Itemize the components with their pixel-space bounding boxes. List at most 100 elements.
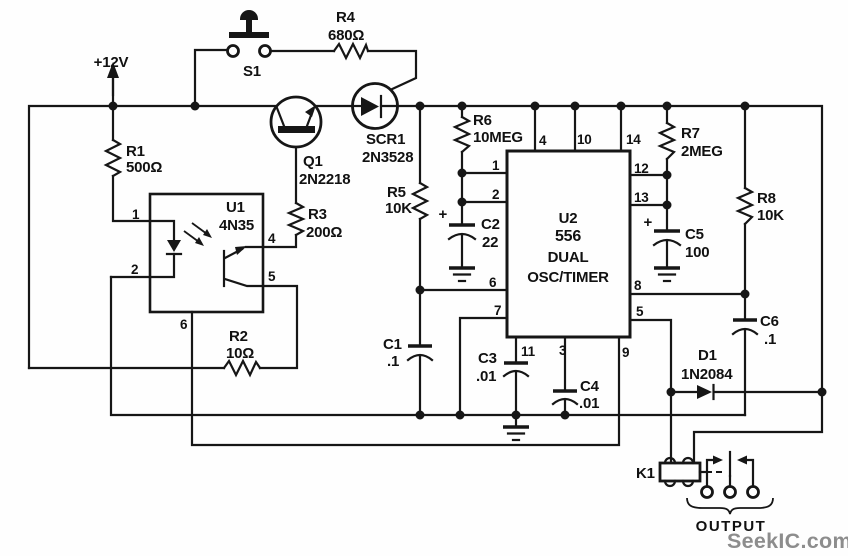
junction-dot bbox=[457, 197, 467, 207]
output-terminal bbox=[723, 485, 737, 499]
u2-pin7-label: 7 bbox=[494, 303, 501, 318]
r2-ref-label: R2 bbox=[229, 328, 248, 345]
r7-ref-label: R7 bbox=[681, 125, 700, 142]
r3-value-label: 200Ω bbox=[306, 224, 342, 241]
u1pin6-u2pin9-wire bbox=[190, 310, 621, 447]
relay-right-wire bbox=[692, 390, 824, 463]
ground-icon bbox=[654, 266, 680, 283]
r5-ref-label: R5 bbox=[387, 184, 406, 201]
u2-pin12-label: 12 bbox=[634, 161, 649, 176]
r4-value-label: 680Ω bbox=[328, 27, 364, 44]
resistor-r5 bbox=[410, 181, 430, 221]
u2-pin8-label: 8 bbox=[634, 278, 642, 293]
c5-plus-label: + bbox=[643, 214, 652, 231]
r8-ref-label: R8 bbox=[757, 190, 776, 207]
u1-pin1-label: 1 bbox=[132, 207, 140, 222]
junction-dot bbox=[415, 285, 425, 295]
optocoupler-u1: U1 4N35 1 2 4 5 6 bbox=[131, 192, 276, 332]
ground-icon bbox=[503, 413, 529, 442]
u2-desc2-label: OSC/TIMER bbox=[527, 269, 609, 286]
u2-pin2-label: 2 bbox=[492, 187, 499, 202]
r8-value-label: 10K bbox=[757, 207, 784, 224]
junction-dot bbox=[415, 101, 425, 111]
scr1 bbox=[351, 82, 399, 130]
r1-ref-label: R1 bbox=[126, 143, 145, 160]
contact-arrow-icon bbox=[713, 455, 723, 465]
u1-pin4-label: 4 bbox=[268, 231, 276, 246]
resistor-r1 bbox=[103, 138, 123, 178]
junction-dot bbox=[190, 101, 200, 111]
contact-circle bbox=[258, 44, 272, 58]
q1-part-label: 2N2218 bbox=[299, 171, 350, 188]
u2-pin14-label: 14 bbox=[626, 132, 641, 147]
u2-body bbox=[505, 149, 632, 339]
output-terminal bbox=[700, 485, 714, 499]
u2-pin4-label: 4 bbox=[539, 133, 547, 148]
u2-part-label: 556 bbox=[555, 228, 581, 245]
c4-value-label: .01 bbox=[579, 395, 599, 412]
diode-triangle-icon bbox=[361, 97, 379, 116]
u2-pin10-label: 10 bbox=[577, 132, 592, 147]
emitter-arrow-icon bbox=[305, 105, 316, 117]
r6-ref-label: R6 bbox=[473, 112, 492, 129]
c3-value-label: .01 bbox=[476, 368, 496, 385]
pushbutton-cap-icon bbox=[240, 10, 258, 20]
u1-pin5-label: 5 bbox=[268, 269, 276, 284]
u1-body bbox=[148, 192, 265, 314]
capacitors bbox=[406, 223, 759, 406]
junction-dot bbox=[108, 101, 118, 111]
junction-dots bbox=[108, 101, 827, 420]
u2-pin1-label: 1 bbox=[492, 158, 500, 173]
junction-dot bbox=[560, 410, 570, 420]
c4-ref-label: C4 bbox=[580, 378, 600, 395]
diode-triangle-icon bbox=[697, 385, 712, 399]
u2-desc1-label: DUAL bbox=[548, 249, 589, 266]
c5-value-label: 100 bbox=[685, 244, 709, 261]
c2-ref-label: C2 bbox=[481, 216, 500, 233]
junction-dot bbox=[740, 101, 750, 111]
scr-gate-wire bbox=[366, 49, 418, 92]
resistor-r6 bbox=[452, 115, 472, 154]
resistor-r8 bbox=[735, 186, 755, 226]
junction-dot bbox=[415, 410, 425, 420]
s1-label: S1 bbox=[243, 63, 261, 80]
ground-icon bbox=[449, 266, 475, 283]
u2-pin5-wire bbox=[628, 318, 673, 394]
scr1-part-label: 2N3528 bbox=[362, 149, 413, 166]
u1-ref-label: U1 bbox=[226, 199, 245, 216]
junction-dot bbox=[455, 410, 465, 420]
resistor-r4 bbox=[332, 41, 370, 61]
c2-plus-label: + bbox=[438, 206, 447, 223]
r5-value-label: 10K bbox=[385, 200, 412, 217]
d1-ref-label: D1 bbox=[698, 347, 717, 364]
transistor-q1 bbox=[269, 95, 323, 149]
c3-ref-label: C3 bbox=[478, 350, 497, 367]
k1-ref-label: K1 bbox=[636, 465, 655, 482]
output-label: OUTPUT bbox=[696, 518, 767, 535]
u2-pin11-label: 11 bbox=[521, 344, 536, 359]
r4-ref-label: R4 bbox=[336, 9, 356, 26]
diode-d1 bbox=[697, 383, 715, 401]
u1-pin2-label: 2 bbox=[131, 262, 138, 277]
junction-dot bbox=[662, 101, 672, 111]
c2-value-label: 22 bbox=[482, 234, 498, 251]
r1-value-label: 500Ω bbox=[126, 159, 162, 176]
ground-symbols bbox=[449, 266, 680, 442]
relay-k1: OUTPUT bbox=[658, 450, 774, 535]
u1-part-label: 4N35 bbox=[219, 217, 254, 234]
r6-value-label: 10MEG bbox=[473, 129, 523, 146]
contact-arrow-icon bbox=[737, 455, 747, 465]
c5-ref-label: C5 bbox=[685, 226, 704, 243]
switch-s1: S1 bbox=[226, 10, 272, 80]
u2-pin5-label: 5 bbox=[636, 304, 644, 319]
d1-part-label: 1N2084 bbox=[681, 366, 733, 383]
watermark: SeekIC.com bbox=[727, 529, 848, 553]
output-terminal bbox=[746, 485, 760, 499]
ground-bus-wire bbox=[109, 275, 747, 417]
junction-dot bbox=[457, 101, 467, 111]
r3-ref-label: R3 bbox=[308, 206, 327, 223]
contact-circle bbox=[226, 44, 240, 58]
c6-ref-label: C6 bbox=[760, 313, 779, 330]
